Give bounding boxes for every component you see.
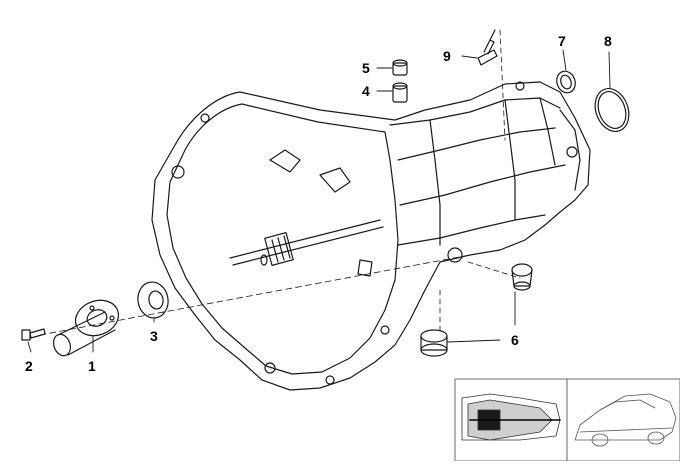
callout-2: 2: [25, 358, 33, 374]
sensor-part-9: [477, 29, 498, 66]
shaft-seal: [137, 281, 169, 319]
input-shaft: [229, 219, 384, 266]
leader-lines: [27, 49, 611, 353]
axis-line-vertical: [499, 29, 506, 141]
cap-part-5: [392, 59, 408, 76]
inset-thumbnail: [454, 378, 680, 462]
drivetrain-thumbnail: [461, 393, 561, 441]
callout-1: 1: [88, 358, 96, 374]
car-thumbnail: [574, 393, 677, 447]
bolt: [21, 328, 46, 341]
plug-part-6-lower: [420, 329, 448, 357]
callout-8: 8: [604, 33, 612, 49]
transmission-housing: [151, 81, 591, 391]
axis-line-6b: [467, 261, 521, 279]
callout-3: 3: [150, 328, 158, 344]
sleeve-part-4: [392, 82, 408, 103]
guide-sleeve: [52, 299, 120, 357]
callout-5: 5: [362, 60, 370, 76]
o-ring-part-8: [594, 88, 630, 132]
ring-part-7: [556, 70, 576, 94]
callout-4: 4: [362, 83, 370, 99]
callout-7: 7: [558, 33, 566, 49]
callout-6: 6: [511, 332, 519, 348]
axis-line: [39, 254, 471, 336]
callout-9: 9: [443, 48, 451, 64]
plug-part-6-upper: [511, 263, 533, 291]
